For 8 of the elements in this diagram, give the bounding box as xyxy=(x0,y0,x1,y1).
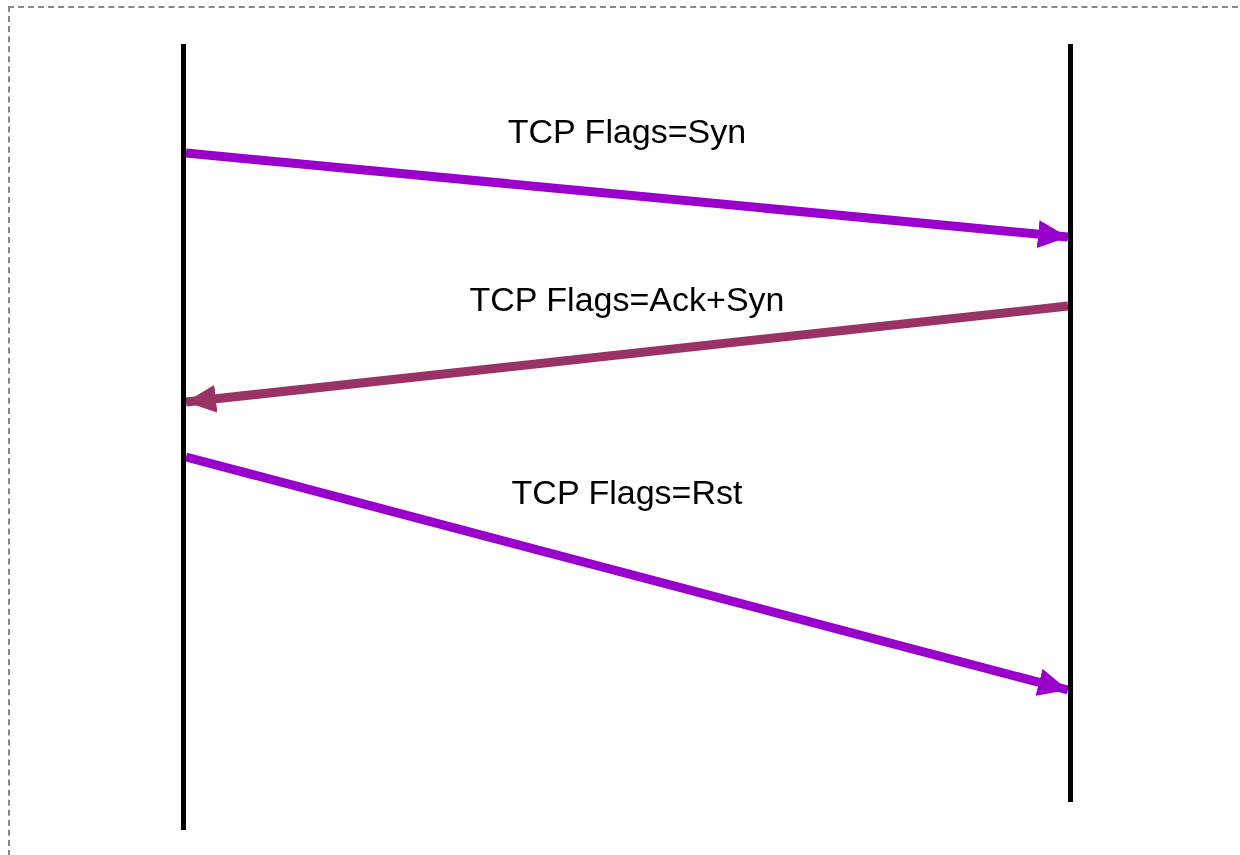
arrow xyxy=(185,301,1069,413)
lifeline-bar xyxy=(181,44,186,830)
edge-label: TCP Flags=Ack+Syn xyxy=(469,280,785,319)
arrow xyxy=(184,452,1070,696)
edge-label: TCP Flags=Syn xyxy=(507,112,747,151)
edge-label: TCP Flags=Rst xyxy=(511,473,743,512)
lifeline-bar xyxy=(1068,44,1073,802)
arrow xyxy=(185,148,1069,249)
